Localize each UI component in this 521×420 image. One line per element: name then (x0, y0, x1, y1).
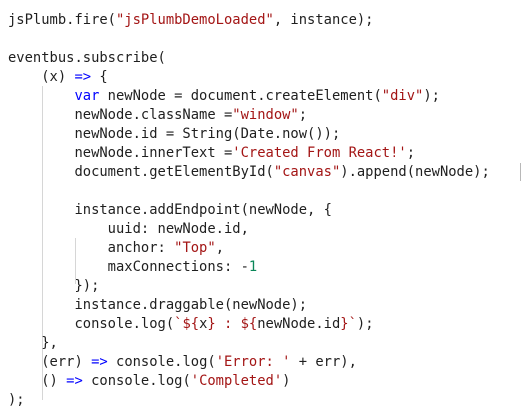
code-token: anchor: (8, 240, 175, 256)
code-token: 'Completed' (190, 373, 283, 389)
code-token: ; (298, 107, 308, 123)
code-token: newNode.innerText = (8, 145, 233, 161)
code-token: console.log( (8, 316, 175, 332)
code-token: "jsPlumbDemoLoaded" (115, 12, 274, 28)
code-token: instance.addEndpoint(newNode, { (8, 202, 332, 218)
code-token: ); (423, 88, 440, 104)
code-line-12[interactable]: uuid: newNode.id, (8, 220, 249, 239)
code-token: "Top" (174, 240, 216, 256)
code-line-15[interactable]: }); (8, 277, 99, 296)
code-token: ).append(newNode); (340, 164, 490, 180)
code-token: "canvas" (273, 164, 341, 180)
code-line-18[interactable]: }, (8, 334, 58, 353)
code-token: var (74, 88, 100, 104)
code-token: "window" (232, 107, 299, 123)
code-token: newNode.id (257, 316, 341, 332)
code-token: eventbus.subscribe( (8, 50, 166, 66)
indent-guide-level-2 (75, 238, 76, 284)
code-token: => (66, 373, 83, 389)
code-token: }, (8, 335, 58, 351)
code-token: x (199, 316, 208, 332)
code-token: ) (282, 373, 291, 389)
code-token: document.getElementById( (8, 164, 274, 180)
code-token: (err) (8, 354, 92, 370)
code-token: }` (340, 316, 357, 332)
code-token: `${ (174, 316, 200, 332)
code-line-6[interactable]: newNode.className ="window"; (8, 106, 307, 125)
code-token: newNode.id = String(Date.now()); (8, 126, 341, 142)
code-line-13[interactable]: anchor: "Top", (8, 239, 224, 258)
code-token: console.log( (82, 373, 191, 389)
code-line-1[interactable]: jsPlumb.fire("jsPlumbDemoLoaded", instan… (8, 11, 374, 30)
code-token: jsPlumb.fire( (8, 12, 116, 28)
code-token: newNode.className = (8, 107, 233, 123)
code-token: "div" (381, 88, 424, 104)
code-token: 'Created From React!' (232, 145, 407, 161)
code-line-7[interactable]: newNode.id = String(Date.now()); (8, 125, 340, 144)
code-token (8, 88, 74, 104)
code-line-11[interactable]: instance.addEndpoint(newNode, { (8, 201, 332, 220)
code-token: } : ${ (207, 316, 258, 332)
code-line-9[interactable]: document.getElementById("canvas").append… (8, 163, 490, 182)
code-token: 'Error: ' (215, 354, 291, 370)
code-line-5[interactable]: var newNode = document.createElement("di… (8, 87, 440, 106)
code-token: => (74, 69, 92, 85)
code-line-17[interactable]: console.log(`${x} : ${newNode.id}`); (8, 315, 374, 334)
code-token: ); (356, 316, 374, 332)
code-token: maxConnections: - (8, 259, 249, 275)
indent-guide-level-1 (42, 86, 43, 400)
code-token: , (215, 240, 224, 256)
code-line-20[interactable]: () => console.log('Completed') (8, 372, 290, 391)
code-token: console.log( (107, 354, 216, 370)
code-token: instance.draggable(newNode); (8, 297, 308, 313)
code-line-14[interactable]: maxConnections: -1 (8, 258, 258, 277)
code-token: ; (406, 145, 416, 161)
code-token: newNode = document.createElement( (99, 88, 382, 104)
code-line-21[interactable]: ); (8, 391, 25, 410)
code-line-16[interactable]: instance.draggable(newNode); (8, 296, 307, 315)
code-token: }); (8, 278, 100, 294)
code-token: () (8, 373, 67, 389)
code-token: (x) (8, 69, 75, 85)
code-line-19[interactable]: (err) => console.log('Error: ' + err), (8, 353, 357, 372)
code-line-3[interactable]: eventbus.subscribe( (8, 49, 166, 68)
code-line-4[interactable]: (x) => { (8, 68, 108, 87)
code-token: + err), (290, 354, 357, 370)
code-line-8[interactable]: newNode.innerText ='Created From React!'… (8, 144, 415, 163)
code-token: 1 (248, 259, 258, 275)
code-token: uuid: newNode.id, (8, 221, 249, 237)
code-token: { (91, 69, 108, 85)
code-token: ); (8, 392, 25, 408)
code-token: , instance); (273, 12, 374, 28)
code-token: => (91, 354, 108, 370)
